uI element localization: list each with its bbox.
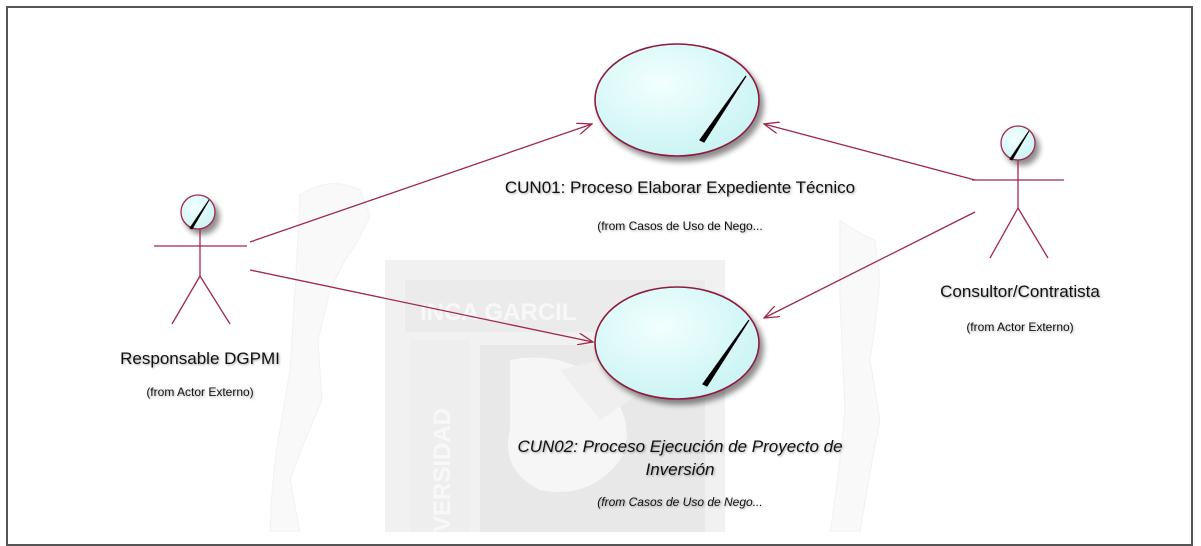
use-case-diagram: INCA GARCIL VERSIDAD [154, 43, 1064, 532]
actor-responsable-dgpmi-name: Responsable DGPMI [120, 349, 280, 368]
association-consultor-cun01 [764, 124, 976, 181]
watermark-side-text: VERSIDAD [429, 408, 456, 532]
association-dgpmi-cun02 [249, 269, 593, 342]
actor-consultor-contratista[interactable] [972, 125, 1064, 259]
actor-consultor-contratista-from: (from Actor Externo) [966, 320, 1074, 334]
business-use-case-slash-icon [702, 319, 750, 387]
use-case-cun02[interactable] [594, 286, 760, 400]
use-case-cun01-title: CUN01: Proceso Elaborar Expediente Técni… [504, 178, 856, 197]
use-case-cun02-from: (from Casos de Uso de Nego... [597, 495, 763, 509]
use-case-cun01-from: (from Casos de Uso de Nego... [597, 219, 763, 233]
associations [249, 124, 976, 342]
actor-consultor-contratista-name: Consultor/Contratista [940, 282, 1100, 301]
actor-responsable-dgpmi[interactable] [154, 194, 247, 325]
use-case-cun02-title-line2: Inversión [645, 460, 715, 479]
association-dgpmi-cun01 [249, 124, 592, 243]
use-case-cun01[interactable] [594, 43, 760, 157]
actor-head-icon [1000, 125, 1036, 161]
use-case-cun02-title-line1: CUN02: Proceso Ejecución de Proyecto de [517, 437, 843, 456]
actor-head-icon [180, 194, 216, 230]
association-consultor-cun02 [764, 211, 976, 318]
business-use-case-slash-icon [699, 75, 747, 143]
actor-responsable-dgpmi-from: (from Actor Externo) [146, 385, 254, 399]
